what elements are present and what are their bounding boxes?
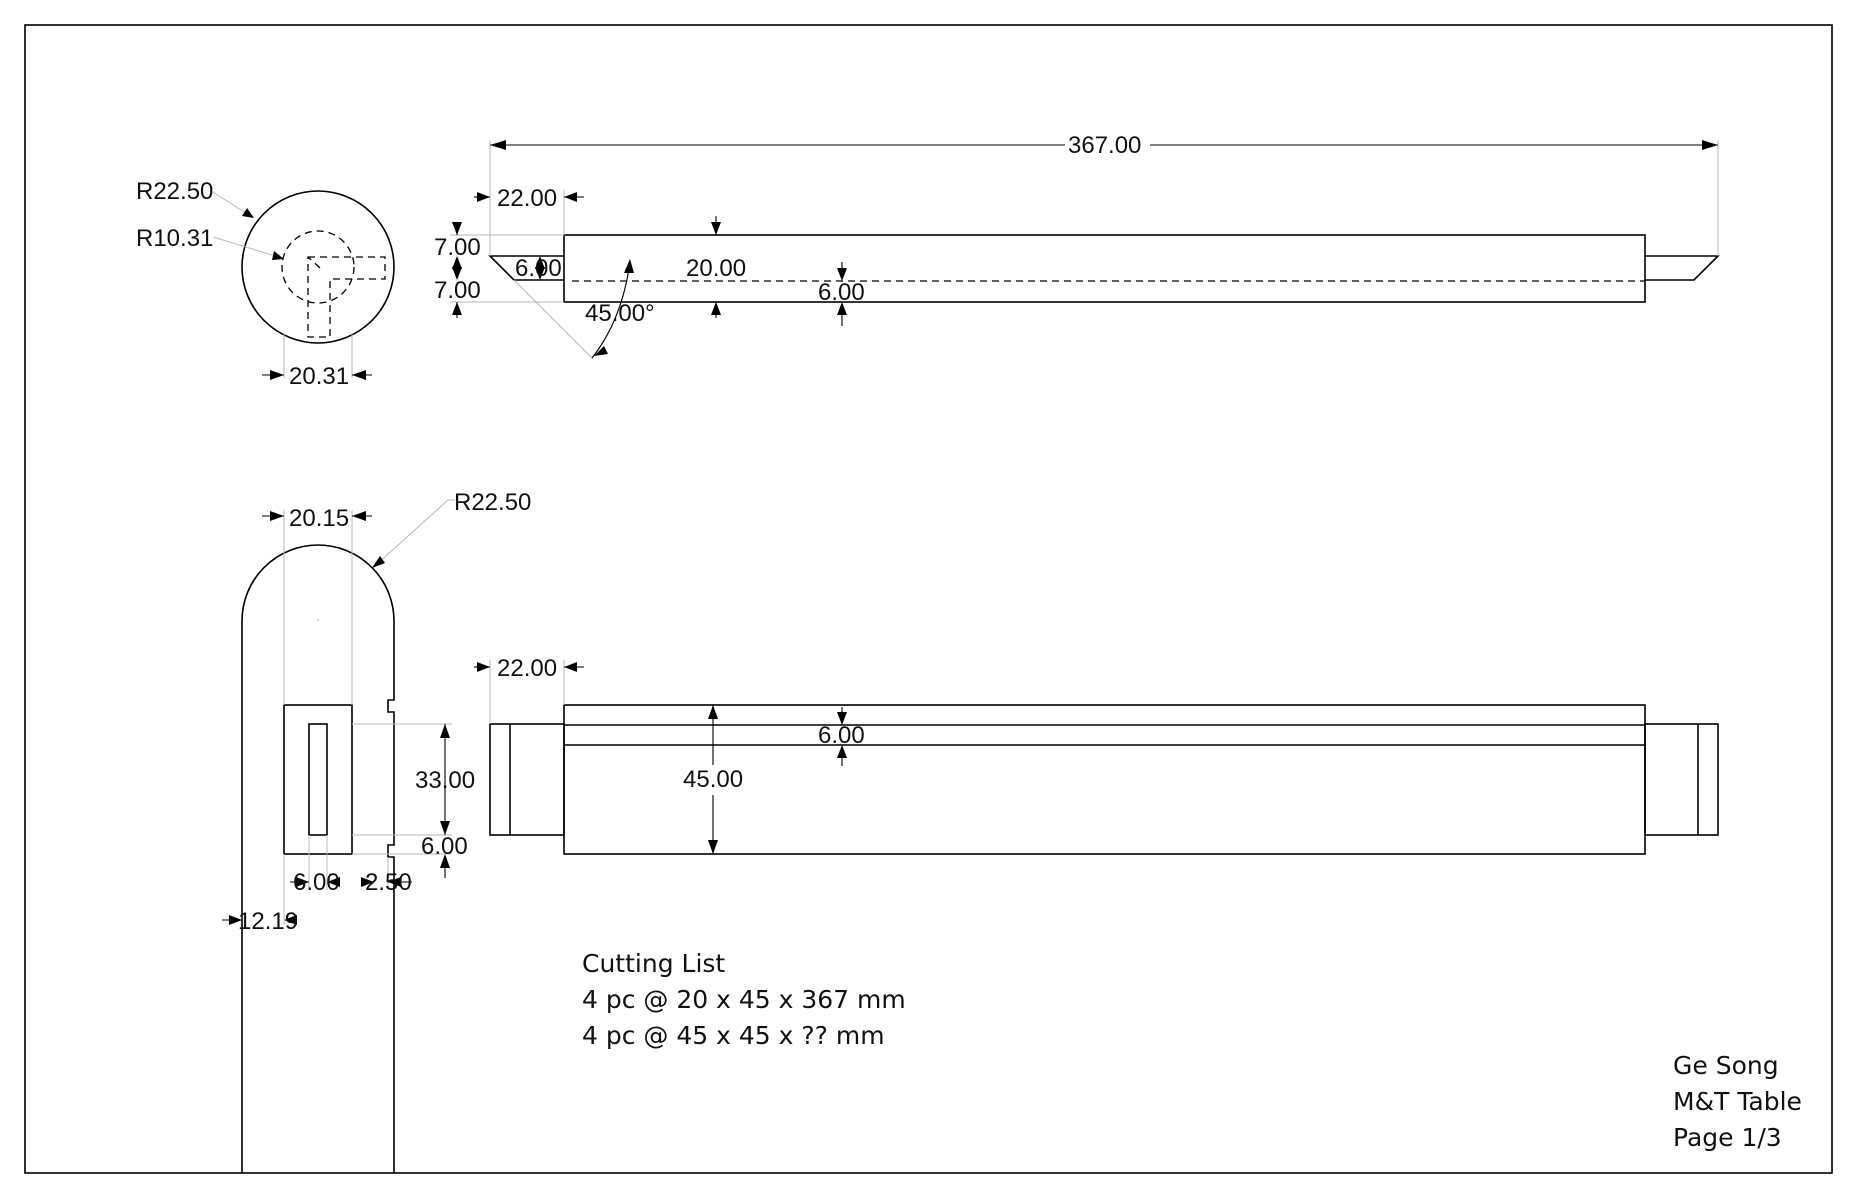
end-view-width: 20.31: [289, 363, 349, 390]
side-view-left-tenon: [489, 723, 565, 836]
title-page-number: Page 1/3: [1673, 1123, 1782, 1152]
top-view-upper-offset: 7.00: [434, 234, 481, 261]
end-view: R22.50 R10.31 20.31: [136, 178, 395, 390]
side-view-tenon-length: 22.00: [497, 655, 557, 682]
cutting-list-item: 4 pc @ 45 x 45 x ?? mm: [582, 1021, 885, 1050]
leg-mortise-inner: [308, 723, 328, 836]
cutting-list-heading: Cutting List: [582, 949, 725, 978]
title-project: M&T Table: [1673, 1087, 1802, 1116]
leg-edge-offset: 12.19: [238, 908, 298, 935]
leg-wall-offset: 2.50: [365, 869, 412, 896]
top-view-left-tenon: [488, 255, 564, 281]
end-view-outer-radius: R22.50: [136, 178, 213, 205]
end-view-inner-radius: R10.31: [136, 225, 213, 252]
end-view-inner-circle: [281, 230, 355, 304]
top-view-overall-length: 367.00: [1068, 132, 1141, 159]
side-view-rail-height: 45.00: [683, 766, 743, 793]
top-view-tenon-depth: 6.00: [515, 255, 562, 282]
top-view-angle: 45.00°: [585, 300, 655, 327]
top-view-rail-thickness: 20.00: [686, 255, 746, 282]
top-view-groove-depth: 6.00: [818, 279, 865, 306]
title-block: Ge Song M&T Table Page 1/3: [1673, 1051, 1802, 1152]
top-view: 367.00 22.00 7.00 7.00 6.00 20.00: [434, 132, 1720, 359]
leg-top-width: 20.15: [289, 505, 349, 532]
leg-top-radius: R22.50: [454, 489, 531, 516]
leg-mortise-outer: [283, 704, 353, 855]
leg-view: 20.15 R22.50 33.00 6.00 6.00 2.50: [222, 489, 531, 1173]
leg-mortise-height: 33.00: [415, 767, 475, 794]
title-author: Ge Song: [1673, 1051, 1779, 1080]
side-view-groove-depth: 6.00: [818, 722, 865, 749]
sheet-border: [24, 24, 1833, 1174]
leg-mortise-width: 6.00: [293, 869, 340, 896]
cutting-list: Cutting List 4 pc @ 20 x 45 x 367 mm 4 p…: [582, 949, 906, 1050]
leg-outline: [241, 544, 395, 1173]
top-view-right-tenon: [1645, 255, 1720, 281]
side-view-right-tenon: [1644, 723, 1719, 836]
top-view-tenon-length: 22.00: [497, 185, 557, 212]
cutting-list-item: 4 pc @ 20 x 45 x 367 mm: [582, 985, 906, 1014]
end-view-outer-circle: [241, 190, 395, 344]
side-view: 22.00 45.00 6.00: [474, 655, 1719, 855]
leg-bottom-offset: 6.00: [421, 833, 468, 860]
top-view-rail: [563, 234, 1646, 303]
top-view-lower-offset: 7.00: [434, 277, 481, 304]
end-view-hidden-tenon: [307, 256, 386, 338]
